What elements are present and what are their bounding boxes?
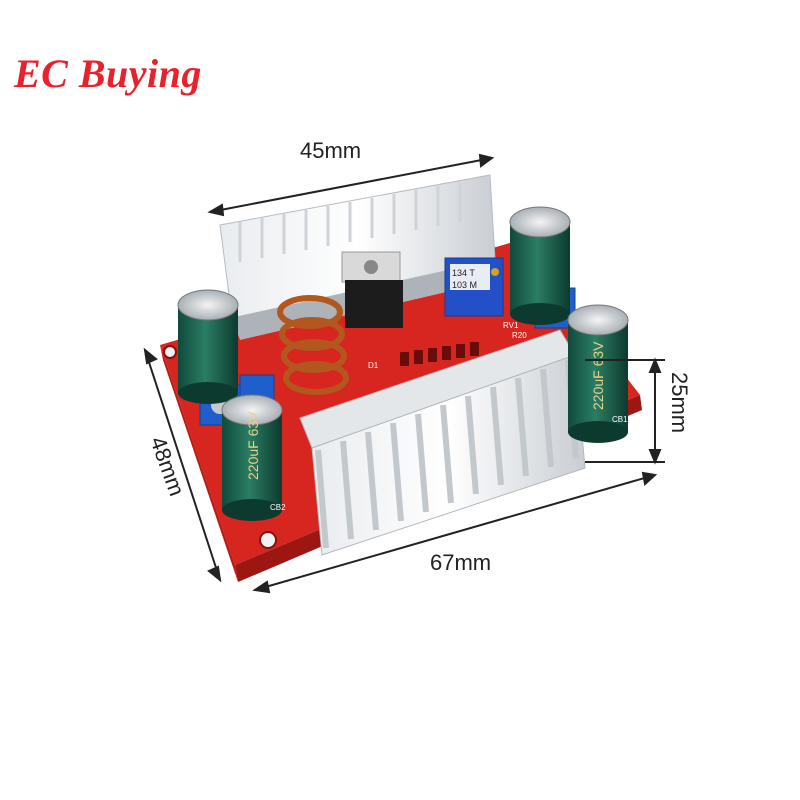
inductor-coil bbox=[277, 295, 349, 395]
capacitor-front-right: 220uF 63V bbox=[567, 304, 629, 443]
front-heatsink bbox=[299, 329, 586, 556]
capacitor-rear-right bbox=[509, 206, 571, 325]
dim-45mm-label: 45mm bbox=[300, 138, 361, 163]
capacitor-front-left: 220uF 63V bbox=[221, 394, 283, 521]
dimension-lines bbox=[143, 153, 665, 594]
label-r20: R20 bbox=[512, 331, 527, 340]
label-cb2: CB2 bbox=[270, 503, 286, 512]
cap-right-marking: 220uF 63V bbox=[590, 341, 606, 410]
brand-logo-text: EC Buying bbox=[14, 51, 202, 96]
dim-25mm-label: 25mm bbox=[667, 372, 692, 433]
label-rv: RV1 bbox=[503, 321, 519, 330]
pot-code: 103 M bbox=[452, 280, 477, 290]
label-cb1: CB1 bbox=[612, 415, 628, 424]
pcb-silkscreen: RV1 R20 D1 CB2 CB1 bbox=[270, 321, 628, 512]
pot-text: 134 T bbox=[452, 268, 475, 278]
dim-67mm-label: 67mm bbox=[430, 550, 491, 575]
label-d1: D1 bbox=[368, 361, 379, 370]
potentiometer: 134 T 103 M bbox=[444, 257, 504, 317]
cap-left-marking: 220uF 63V bbox=[245, 411, 261, 480]
mosfet-chip bbox=[341, 251, 403, 328]
capacitor-rear-left bbox=[177, 289, 239, 404]
